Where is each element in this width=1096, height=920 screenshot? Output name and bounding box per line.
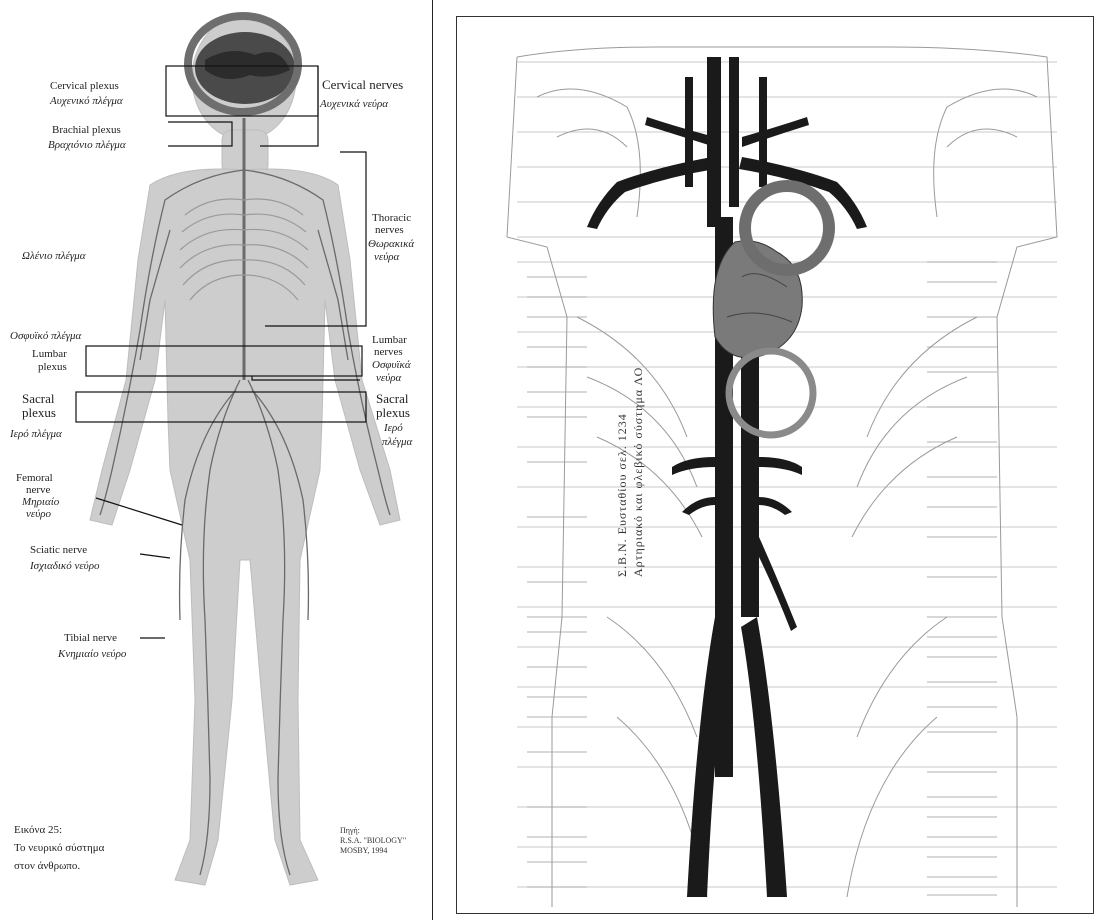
sacral-plexus-label-1: Sacral bbox=[22, 392, 54, 406]
highlight-ring-upper bbox=[745, 186, 829, 270]
lumbar-nerves-label-gr-1: Οσφυϊκά bbox=[372, 359, 411, 371]
brachial-plexus-label: Brachial plexus bbox=[52, 124, 121, 136]
tibial-nerve-label-gr: Κνημιαίο νεύρο bbox=[58, 648, 126, 660]
lumbar-nerves-label-2: nerves bbox=[374, 346, 403, 358]
vertical-annotation-2: Αρτηριακό και φλεβικό σύστημα ΛΟ bbox=[631, 367, 646, 577]
nervous-system-figure bbox=[0, 0, 432, 920]
cervical-nerves-label: Cervical nerves bbox=[322, 78, 403, 92]
sciatic-nerve-label-gr: Ισχιαδικό νεύρο bbox=[30, 560, 100, 572]
left-label-leaders bbox=[527, 277, 587, 887]
thoracic-nerves-label-gr-2: νεύρα bbox=[374, 251, 399, 263]
figure-credit-line3: MOSBY, 1994 bbox=[340, 846, 387, 856]
femoral-nerve-label-1: Femoral bbox=[16, 472, 53, 484]
lumbar-plexus-label-2: plexus bbox=[38, 361, 67, 373]
brachial-plexus-label-gr: Βραχιόνιο πλέγμα bbox=[48, 139, 126, 151]
cervical-nerves-label-gr: Αυχενικά νεύρα bbox=[320, 98, 388, 110]
sciatic-nerve-label: Sciatic nerve bbox=[30, 544, 87, 556]
lumbar-nerves-label-1: Lumbar bbox=[372, 334, 407, 346]
lumbar-plexus-label-gr: Οσφυϊκό πλέγμα bbox=[10, 330, 81, 342]
thoracic-nerves-label-2: nerves bbox=[375, 224, 404, 236]
sacral-plexus-right-label-gr-2: πλέγμα bbox=[382, 436, 412, 448]
figure-caption-line3: στον άνθρωπο. bbox=[14, 858, 80, 874]
vertical-annotation-1: Σ.Β.Ν. Ευσταθίου σελ. 1234 bbox=[615, 413, 630, 577]
lumbar-plexus-label-1: Lumbar bbox=[32, 348, 67, 360]
right-label-leaders bbox=[927, 262, 997, 895]
thoracic-nerves-label-gr-1: Θωρακικά bbox=[368, 238, 414, 250]
ulnar-plexus-label-gr: Ωλένιο πλέγμα bbox=[22, 250, 85, 262]
femoral-nerve-label-2: nerve bbox=[26, 484, 50, 496]
cervical-plexus-label-gr: Αυχενικό πλέγμα bbox=[50, 95, 123, 107]
sacral-plexus-label-gr: Ιερό πλέγμα bbox=[10, 428, 62, 440]
femoral-nerve-label-gr-1: Μηριαίο bbox=[22, 496, 59, 508]
thoracic-nerves-label-1: Thoracic bbox=[372, 212, 411, 224]
femoral-nerve-label-gr-2: νεύρο bbox=[26, 508, 51, 520]
sacral-plexus-right-label-gr-1: Ιερό bbox=[384, 422, 403, 434]
vascular-system-figure bbox=[457, 17, 1093, 913]
figure-caption-line1: Εικόνα 25: bbox=[14, 822, 62, 838]
figure-credit-line2: R.S.A. "BIOLOGY" bbox=[340, 836, 406, 846]
nervous-system-panel: Cervical plexus Αυχενικό πλέγμα Cervical… bbox=[0, 0, 433, 920]
lumbar-nerves-label-gr-2: νεύρα bbox=[376, 372, 401, 384]
figure-caption-line2: Το νευρικό σύστημα bbox=[14, 840, 104, 856]
sacral-plexus-label-2: plexus bbox=[22, 406, 56, 420]
cervical-plexus-label: Cervical plexus bbox=[50, 80, 119, 92]
sacral-plexus-right-label-2: plexus bbox=[376, 406, 410, 420]
tibial-nerve-label: Tibial nerve bbox=[64, 632, 117, 644]
vascular-system-panel: Σ.Β.Ν. Ευσταθίου σελ. 1234 Αρτηριακό και… bbox=[456, 16, 1094, 914]
sacral-plexus-right-label-1: Sacral bbox=[376, 392, 408, 406]
figure-credit-line1: Πηγή: bbox=[340, 826, 360, 836]
